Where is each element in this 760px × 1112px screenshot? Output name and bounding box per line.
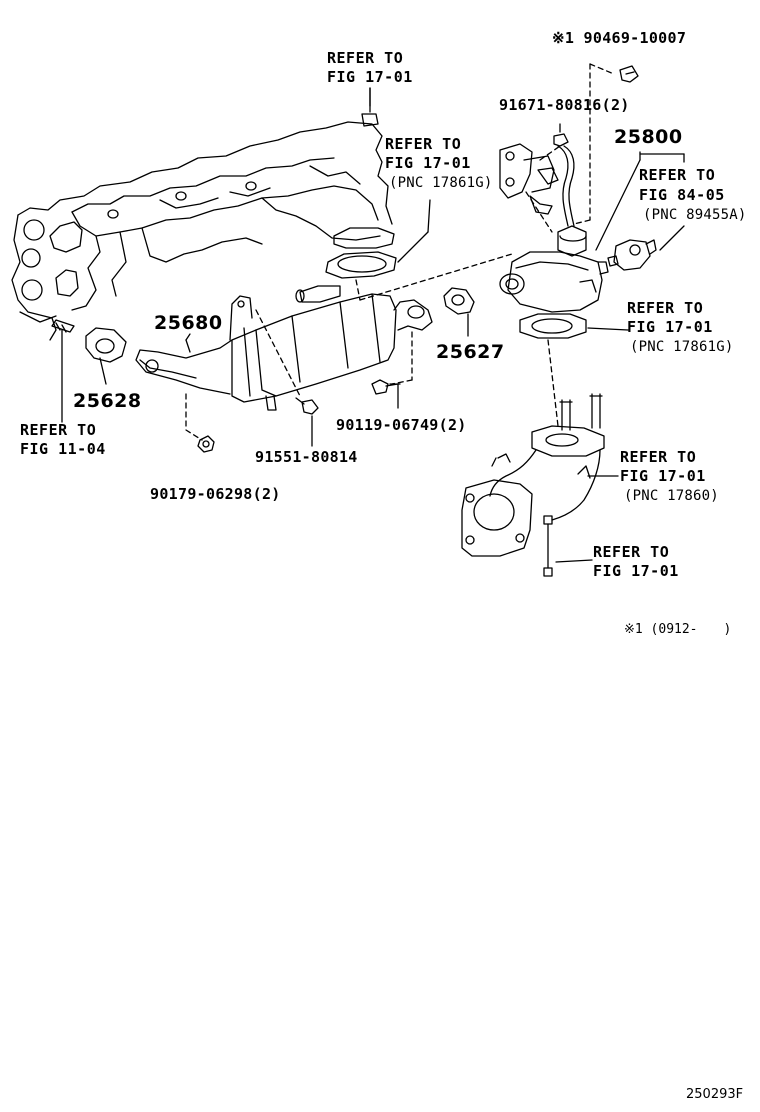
part-number-91551[interactable]: 91551-80814 [255,448,358,466]
refer-sensor-pnc: (PNC 89455A) [643,207,747,223]
part-number-25627[interactable]: 25627 [436,341,505,363]
egr-valve [500,146,608,312]
pressure-sensor [608,240,656,270]
gasket-25628 [86,328,126,362]
refer-bolt-line2[interactable]: FIG 17-01 [593,562,679,580]
long-bolt [544,516,552,576]
refer-pipe-line2[interactable]: FIG 17-01 [620,467,706,485]
refer-top-left-line1[interactable]: REFER TO [327,49,404,67]
valve-bracket [500,144,558,214]
refer-manifold-pnc: (PNC 17861G) [389,175,493,191]
refer-stud-line1[interactable]: REFER TO [20,421,97,439]
stud-bolt [52,320,74,332]
part-number-25680[interactable]: 25680 [154,312,223,334]
bolt-90119 [372,380,398,394]
bolt-91671 [554,134,568,146]
refer-stud-line2[interactable]: FIG 11-04 [20,440,106,458]
assembly-lines [186,64,614,440]
egr-pipe [462,394,604,556]
refer-top-left-line2[interactable]: FIG 17-01 [327,68,413,86]
footnote: ※1 (0912- ) [624,622,732,637]
refer-sensor-line2[interactable]: FIG 84-05 [639,186,725,204]
part-number-25800[interactable]: 25800 [614,126,683,148]
leader-lines [62,88,684,562]
nut-90179 [198,436,214,452]
clip-90469 [620,66,638,82]
valve-gasket [520,314,586,338]
diagram-code: 250293F [686,1087,744,1102]
refer-gasket-pnc: (PNC 17861G) [630,339,734,355]
refer-manifold-line2[interactable]: FIG 17-01 [385,154,471,172]
part-number-91671[interactable]: 91671-80816(2) [499,96,630,114]
refer-bolt-line1[interactable]: REFER TO [593,543,670,561]
refer-pipe-pnc: (PNC 17860) [624,488,719,504]
cylinder-head-outline [12,122,392,340]
part-number-25628[interactable]: 25628 [73,390,142,412]
refer-gasket-line1[interactable]: REFER TO [627,299,704,317]
refer-pipe-line1[interactable]: REFER TO [620,448,697,466]
egr-cooler [136,286,432,410]
bolt-91551 [296,398,318,414]
part-number-90469[interactable]: ※1 90469-10007 [552,29,687,47]
gasket-25627 [444,288,474,314]
refer-sensor-line1[interactable]: REFER TO [639,166,716,184]
part-number-90119[interactable]: 90119-06749(2) [336,416,467,434]
part-number-90179[interactable]: 90179-06298(2) [150,485,281,503]
refer-gasket-line2[interactable]: FIG 17-01 [627,318,713,336]
manifold-gasket [326,228,396,278]
refer-manifold-line1[interactable]: REFER TO [385,135,462,153]
